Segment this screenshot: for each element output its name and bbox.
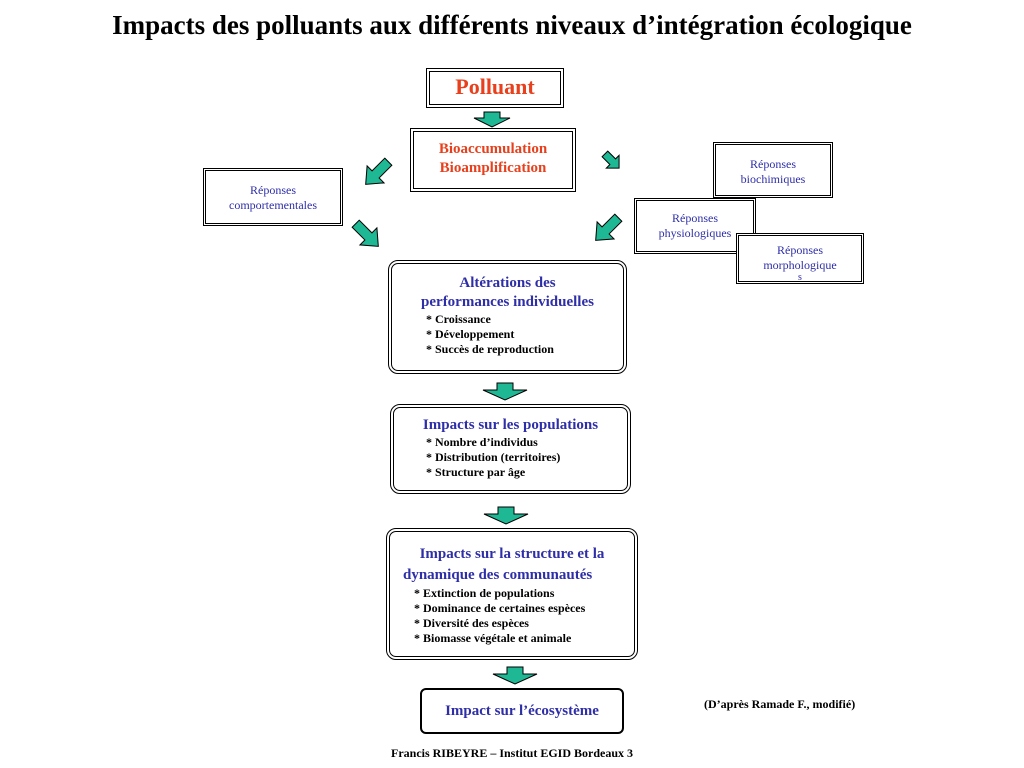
responses-physiological-line1: Réponses bbox=[672, 211, 718, 225]
ecosystem-label: Impact sur l’écosystème bbox=[445, 703, 599, 719]
responses-behavioural-line2: comportementales bbox=[229, 198, 317, 212]
communities-item: * Dominance de certaines espèces bbox=[414, 601, 586, 615]
page-title: Impacts des polluants aux différents niv… bbox=[112, 10, 912, 40]
communities-item: * Diversité des espèces bbox=[414, 616, 529, 630]
diagonal-arrow-icon bbox=[351, 219, 379, 247]
populations-item: * Structure par âge bbox=[426, 465, 526, 479]
ecosystem-box: Impact sur l’écosystème bbox=[420, 688, 624, 734]
individual-item: * Développement bbox=[426, 327, 515, 341]
communities-item: * Extinction de populations bbox=[414, 586, 555, 600]
down-arrow-icon bbox=[483, 506, 529, 525]
bioaccumulation-box: Bioaccumulation Bioamplification bbox=[410, 128, 576, 192]
responses-physiological-box: Réponses physiologiques bbox=[634, 198, 756, 254]
populations-item: * Nombre d’individus bbox=[426, 435, 538, 449]
footer-credit: Francis RIBEYRE – Institut EGID Bordeaux… bbox=[390, 746, 634, 760]
bioaccumulation-label: Bioaccumulation bbox=[438, 141, 548, 157]
bioamplification-label: Bioamplification bbox=[439, 160, 547, 176]
polluant-box: Polluant bbox=[426, 68, 564, 108]
diagonal-arrow-icon bbox=[595, 213, 623, 241]
populations-box: Impacts sur les populations * Nombre d’i… bbox=[390, 404, 631, 494]
communities-heading-line2: dynamique des communautés bbox=[403, 567, 593, 583]
responses-behavioural-box: Réponses comportementales bbox=[203, 168, 343, 226]
responses-morphological-box: Réponses morphologique s bbox=[736, 233, 864, 284]
communities-item: * Biomasse végétale et animale bbox=[414, 631, 572, 645]
responses-behavioural-line1: Réponses bbox=[250, 183, 296, 197]
individual-heading-line1: Altérations des bbox=[459, 275, 556, 291]
communities-heading-line1: Impacts sur la structure et la bbox=[419, 546, 605, 562]
individual-heading-line2: performances individuelles bbox=[421, 294, 594, 310]
individual-performance-box: Altérations des performances individuell… bbox=[388, 260, 627, 374]
responses-morphological-line1: Réponses bbox=[777, 243, 823, 257]
responses-physiological-line2: physiologiques bbox=[658, 226, 732, 240]
individual-item: * Succès de reproduction bbox=[426, 342, 554, 356]
populations-item: * Distribution (territoires) bbox=[426, 450, 561, 464]
diagonal-arrow-icon bbox=[365, 157, 393, 185]
diagonal-arrow-icon bbox=[601, 150, 620, 169]
source-note: (D’après Ramade F., modifié) bbox=[704, 697, 856, 711]
polluant-label: Polluant bbox=[455, 74, 535, 99]
responses-biochemical-line2: biochimiques bbox=[740, 172, 806, 186]
responses-biochemical-box: Réponses biochimiques bbox=[713, 142, 833, 198]
populations-heading: Impacts sur les populations bbox=[422, 417, 599, 433]
down-arrow-icon bbox=[482, 382, 528, 401]
responses-morphological-line3: s bbox=[798, 272, 802, 283]
responses-morphological-line2: morphologique bbox=[763, 258, 837, 272]
communities-box: Impacts sur la structure et la dynamique… bbox=[386, 528, 638, 660]
down-arrow-icon bbox=[492, 666, 538, 685]
individual-item: * Croissance bbox=[426, 312, 491, 326]
responses-biochemical-line1: Réponses bbox=[750, 157, 796, 171]
down-arrow-icon bbox=[473, 111, 511, 128]
